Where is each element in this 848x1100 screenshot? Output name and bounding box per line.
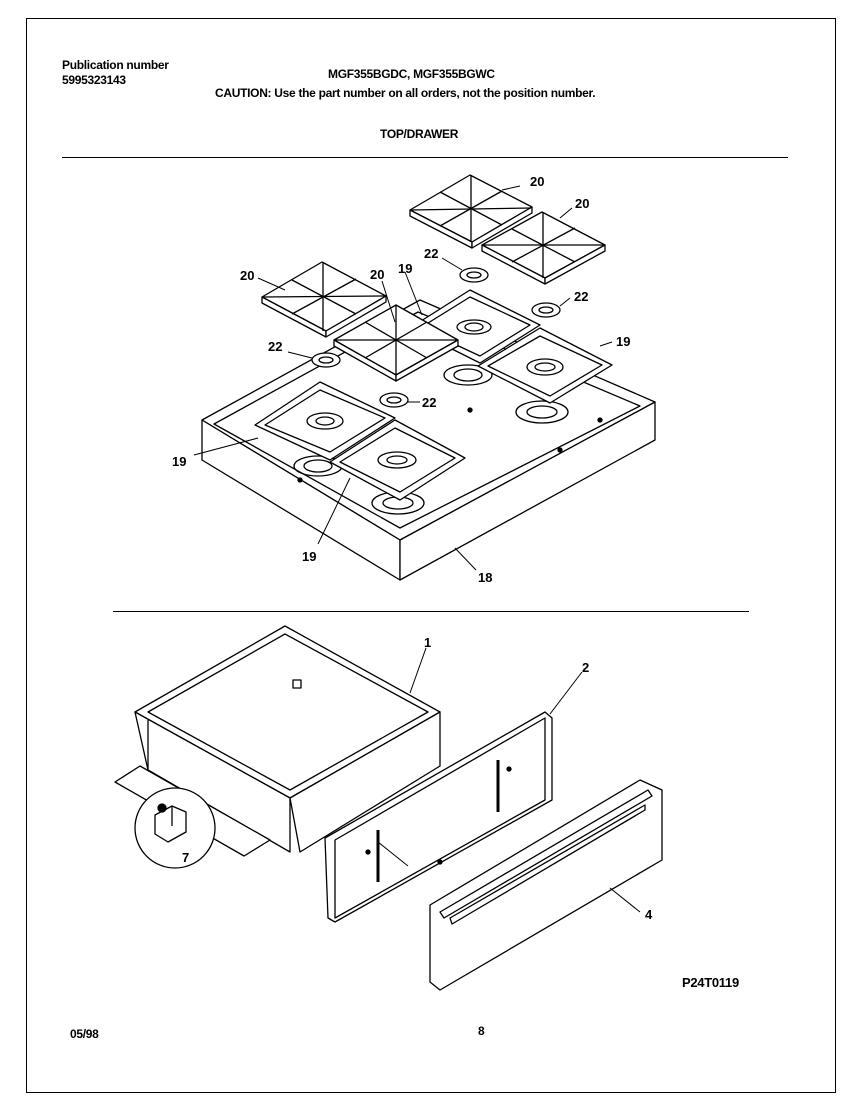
grommet-center	[379, 392, 409, 408]
burner-bowl-rear-right	[477, 327, 613, 404]
callout-19-d: 19	[302, 549, 316, 564]
publication-number: 5995323143	[62, 73, 126, 87]
callout-1: 1	[424, 635, 431, 650]
header-rule	[62, 157, 788, 158]
callout-22-d: 22	[422, 395, 436, 410]
callout-19-a: 19	[398, 261, 412, 276]
burner-bowl-rear-left	[409, 289, 541, 364]
drawer-back-panel	[324, 711, 553, 923]
figure-code: P24T0119	[682, 975, 739, 990]
callout-19-b: 19	[616, 334, 630, 349]
grate-front-right	[333, 304, 459, 382]
model-numbers: MGF355BGDC, MGF355BGWC	[328, 67, 495, 81]
grate-front-left	[261, 261, 387, 338]
burner-bowl-front-left	[254, 381, 396, 461]
callout-22-a: 22	[424, 246, 438, 261]
section-title: TOP/DRAWER	[380, 127, 459, 141]
callout-22-c: 22	[268, 339, 282, 354]
grate-rear-right	[481, 211, 606, 285]
drawer-body	[134, 625, 441, 853]
grommet-right	[531, 302, 561, 318]
page-number: 8	[478, 1024, 485, 1038]
callout-18: 18	[478, 570, 492, 585]
footer-date: 05/98	[70, 1027, 99, 1041]
grommet-left	[311, 352, 341, 368]
callout-22-b: 22	[574, 289, 588, 304]
section-divider	[113, 611, 749, 612]
callout-19-c: 19	[172, 454, 186, 469]
grate-rear-left	[409, 174, 533, 249]
slide-bracket-detail	[114, 765, 271, 869]
page-border	[26, 18, 836, 1093]
grommet-rear	[459, 267, 489, 283]
burner-bowl-front-right	[329, 419, 466, 501]
drawer-front-panel	[429, 779, 663, 991]
callout-20-a: 20	[530, 174, 544, 189]
callout-20-d: 20	[370, 267, 384, 282]
publication-label: Publication number	[62, 58, 169, 72]
callout-20-b: 20	[575, 196, 589, 211]
callout-4: 4	[645, 907, 653, 922]
callout-2: 2	[582, 660, 589, 675]
leader-lines	[193, 185, 641, 913]
callout-7: 7	[182, 850, 189, 865]
callout-20-c: 20	[240, 268, 254, 283]
caution-note: CAUTION: Use the part number on all orde…	[215, 86, 596, 100]
